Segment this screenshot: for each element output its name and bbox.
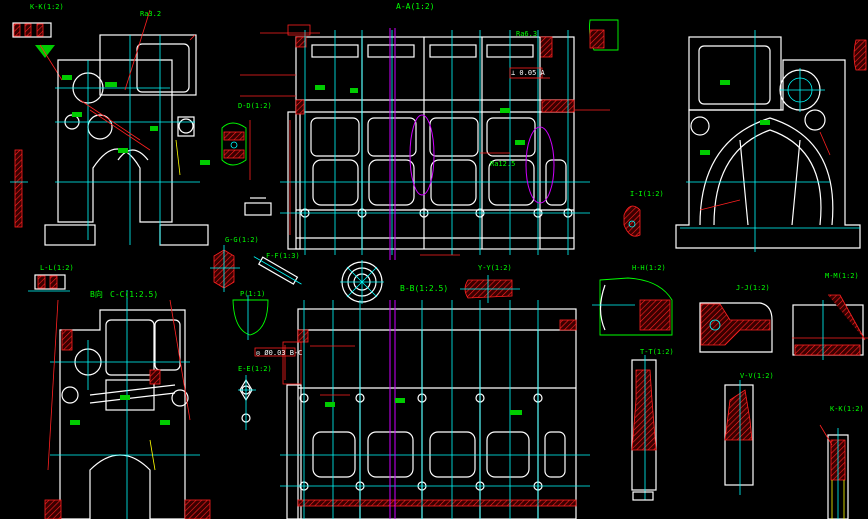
detail-l-l: [28, 274, 70, 292]
label-l-l: L-L(1:2): [40, 264, 74, 272]
detail-shaft-3: [819, 424, 849, 519]
title-c-c: C-C(1:2.5): [110, 290, 159, 299]
detail-k-k: [792, 294, 868, 360]
detail-top-right: [589, 19, 867, 237]
label-d-d: D-D(1:2): [238, 102, 272, 110]
detail-top-left: [12, 22, 63, 81]
end-view-left: [44, 9, 209, 246]
label-b-view: B向: [90, 290, 103, 299]
detail-h-h: [592, 277, 673, 336]
detail-shaft-2: [724, 380, 754, 495]
geometric-tolerance-1: ⊥ 0.05 A: [511, 69, 545, 77]
section-a-a-view: [240, 24, 610, 260]
detail-shaft-1: [631, 355, 657, 501]
detail-y-y: [460, 275, 520, 303]
label-k-k: K-K(1:2): [30, 3, 64, 11]
section-b-b-view: [254, 300, 590, 519]
label-i-i: I-I(1:2): [630, 190, 664, 198]
dimension-tags: [62, 75, 770, 425]
label-f-f: F-F(1:3): [266, 252, 300, 260]
detail-j-j: [699, 302, 773, 353]
label-y-y: Y-Y(1:2): [478, 264, 512, 272]
label-g-g: G-G(1:2): [225, 236, 259, 244]
label-v-v: V-V(1:2): [740, 372, 774, 380]
detail-strip-left: [10, 149, 28, 228]
label-p: P(1:1): [240, 290, 266, 298]
end-view-right: [675, 30, 861, 252]
detail-p: [232, 295, 269, 340]
label-k-k-right: K-K(1:2): [830, 405, 864, 413]
label-h-h: H-H(1:2): [632, 264, 666, 272]
title-b-b: B-B(1:2.5): [400, 284, 449, 293]
surface-finish-3: Ra12.5: [490, 160, 516, 168]
detail-f-f: [238, 375, 256, 430]
surface-finish-2: Ra6.3: [516, 30, 538, 38]
detail-middle-left: [210, 122, 302, 292]
label-m-m: M-M(1:2): [825, 272, 859, 280]
surface-finish-1: Ra3.2: [140, 10, 162, 18]
label-t-t: T-T(1:2): [640, 348, 674, 356]
label-j-j: J-J(1:2): [736, 284, 770, 292]
geometric-tolerance-2: ◎ Ø0.03 B-C: [256, 349, 303, 357]
label-e-e: E-E(1:2): [238, 365, 272, 373]
section-c-c-view: [44, 290, 211, 519]
title-a-a: A-A(1:2): [396, 2, 435, 11]
detail-circular-flange: [340, 260, 384, 304]
